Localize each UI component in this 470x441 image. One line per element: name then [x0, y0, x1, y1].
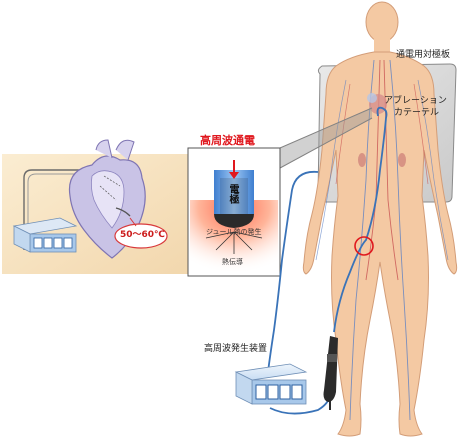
rf-current-label: 高周波通電: [200, 134, 255, 147]
catheter-handle-icon: [323, 336, 338, 410]
joule-heat-label: ジュール熱の発生: [206, 228, 262, 236]
electrode-inset: [187, 147, 281, 277]
temperature-label: 50〜60℃: [120, 230, 165, 240]
catheter-label-line2: カテーテル: [394, 108, 440, 118]
catheter-label-line1: アブレーション: [384, 96, 447, 106]
plate-label: 通電用対極板: [396, 50, 451, 60]
generator-label: 高周波発生装置: [204, 344, 268, 354]
heart-inset: [2, 139, 188, 274]
catheter-line: [333, 106, 388, 333]
temperature-callout: [114, 223, 168, 249]
generator-device-icon: [12, 217, 78, 253]
generator-device: [234, 363, 308, 405]
electrode-label: 電極: [227, 184, 238, 204]
puncture-site-marker: [354, 236, 374, 256]
heat-conduction-label: 熱伝導: [222, 258, 243, 266]
human-body: [302, 1, 458, 437]
